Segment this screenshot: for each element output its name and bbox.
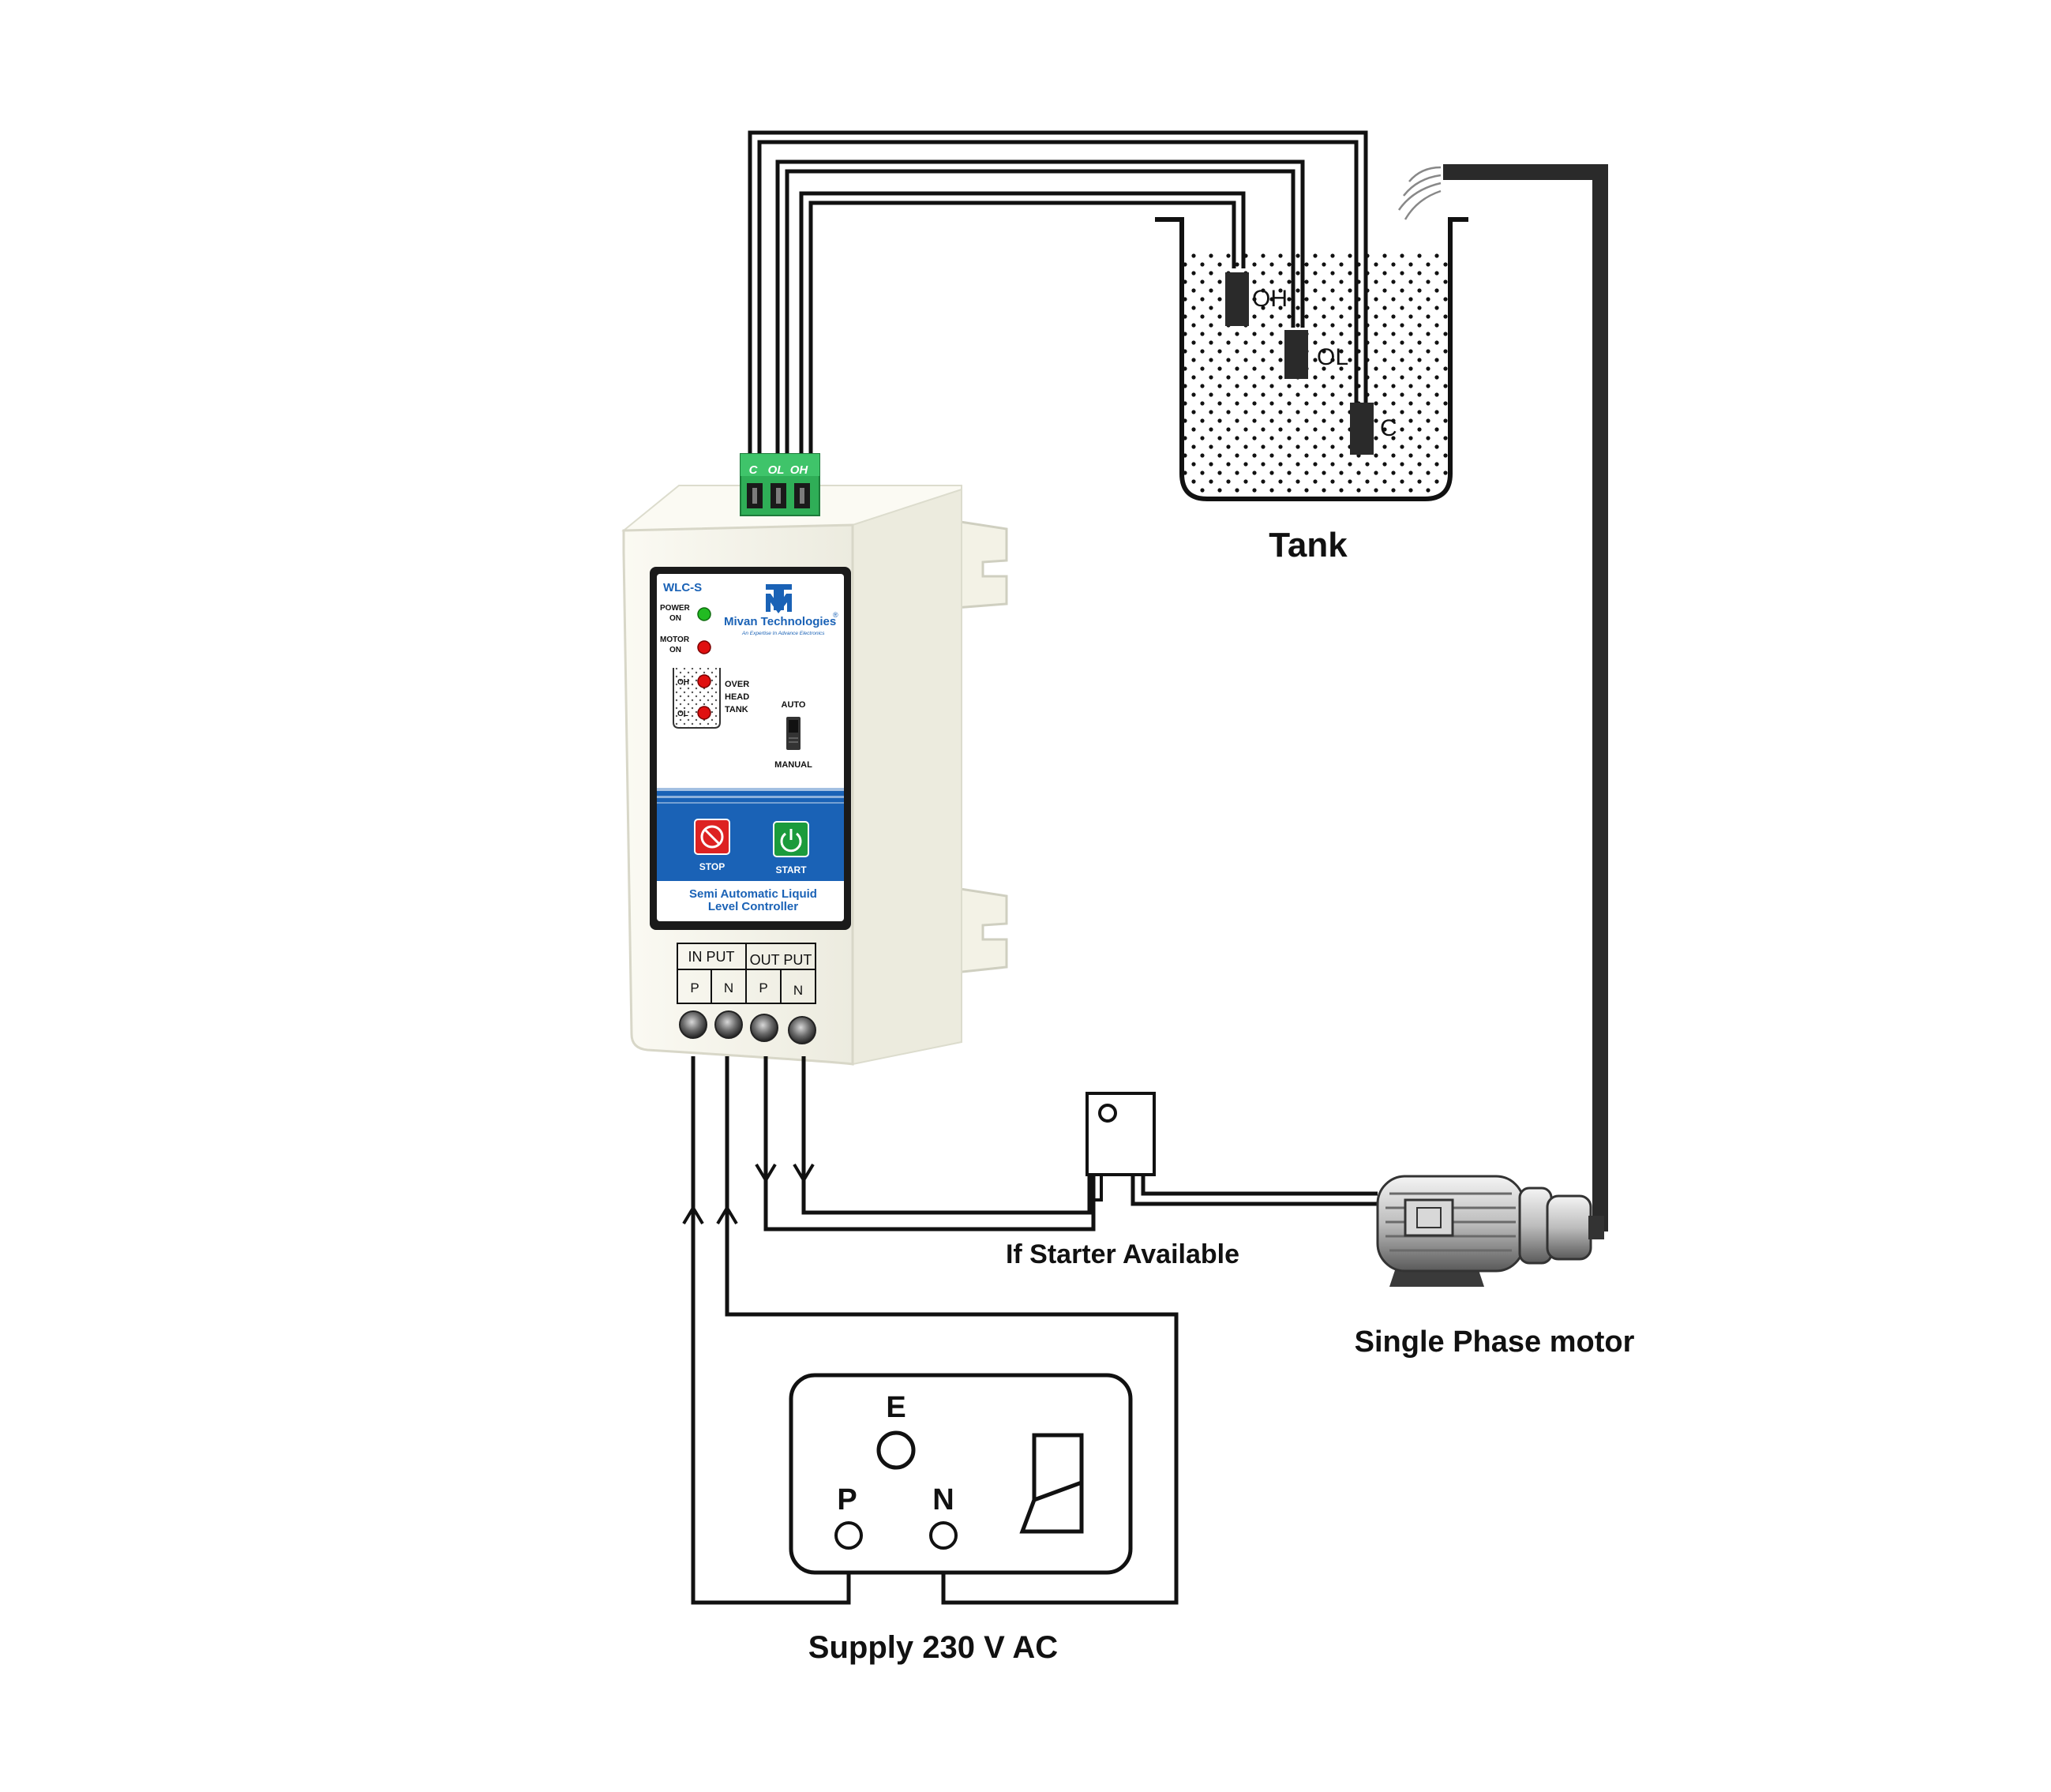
- overhead-label-line1: OVER: [725, 680, 749, 689]
- stop-icon: [700, 825, 724, 849]
- neutral-label: N: [932, 1483, 954, 1516]
- auto-label: AUTO: [782, 700, 806, 710]
- product-name-line2: Level Controller: [708, 900, 798, 913]
- phase-label: P: [837, 1483, 857, 1516]
- tank-wall: [1155, 217, 1468, 501]
- brand-logo-icon: [766, 584, 792, 613]
- overhead-label-line2: HEAD: [725, 692, 749, 702]
- delivery-pipe: [1397, 164, 1608, 1232]
- tank: OH OL C Tank: [1155, 217, 1468, 564]
- starter-label: If Starter Available: [1006, 1239, 1239, 1269]
- probe-oh-label: OH: [1252, 286, 1288, 312]
- arrow-down-icon: [793, 1163, 815, 1183]
- tank-led-oh-label: OH: [677, 678, 689, 687]
- motor-led: [697, 640, 711, 654]
- earth-pin-icon: [876, 1430, 916, 1470]
- arrow-down-icon: [755, 1163, 777, 1183]
- probe-oh: [1225, 272, 1249, 326]
- output-terminal-n: N: [793, 983, 803, 998]
- power-on-label-line2: ON: [669, 614, 681, 623]
- flow-arrows: [682, 1163, 815, 1225]
- controller: C OL OH WLC-S Mivan Technologies ® An Ex…: [621, 453, 1008, 1066]
- starter-indicator-icon: [1098, 1104, 1117, 1123]
- output-header: OUT PUT: [750, 952, 812, 968]
- connector-label-oh: OH: [790, 463, 809, 477]
- oh-led: [697, 674, 711, 688]
- phase-pin-icon: [834, 1521, 863, 1550]
- power-on-label-line1: POWER: [660, 604, 691, 613]
- tank-label: Tank: [1269, 526, 1348, 564]
- terminal-label-box: [677, 943, 816, 1004]
- tank-water: [1182, 251, 1450, 499]
- earth-label: E: [886, 1391, 906, 1424]
- model-name: WLC-S: [663, 581, 702, 594]
- socket-switch-icon: [1019, 1433, 1084, 1534]
- button-band: [657, 788, 844, 881]
- connector-label-ol: OL: [768, 463, 785, 477]
- probe-c-label: C: [1380, 415, 1397, 441]
- water-spray-icon: [1397, 166, 1442, 220]
- probe-c: [1350, 403, 1374, 455]
- stop-label: STOP: [699, 861, 725, 872]
- mounting-bracket-bottom: [954, 887, 1008, 974]
- input-terminal-n: N: [724, 980, 733, 995]
- terminal-knob-output-p: [750, 1014, 778, 1042]
- motor-on-label-line1: MOTOR: [660, 635, 690, 644]
- tank-led-ol-label: OL: [677, 710, 688, 718]
- start-label: START: [775, 864, 807, 875]
- input-header: IN PUT: [688, 949, 734, 965]
- arrow-up-icon: [682, 1205, 704, 1225]
- motor-on-label-line2: ON: [669, 646, 681, 654]
- power-led: [697, 607, 711, 621]
- brand-tagline: An Expertise In Advance Electronics: [741, 631, 825, 636]
- auto-manual-switch[interactable]: [786, 717, 801, 750]
- controller-side: [852, 488, 962, 1066]
- manual-label: MANUAL: [774, 760, 812, 770]
- motor-label: Single Phase motor: [1355, 1325, 1635, 1359]
- terminal-knob-output-n: [788, 1016, 816, 1044]
- overhead-label-line3: TANK: [725, 705, 748, 714]
- mini-tank-icon: [673, 668, 721, 729]
- brand-registered-mark: ®: [833, 611, 838, 619]
- terminal-knob-input-n: [714, 1010, 743, 1039]
- starter: If Starter Available: [1006, 1092, 1378, 1269]
- power-wires: [691, 1056, 1179, 1605]
- single-phase-motor: Single Phase motor: [1355, 1175, 1635, 1359]
- output-terminal-p: P: [759, 980, 767, 995]
- brand-name: Mivan Technologies: [724, 615, 836, 628]
- start-button[interactable]: [773, 821, 809, 857]
- stop-button[interactable]: [694, 819, 730, 855]
- ol-led: [697, 706, 711, 720]
- supply-label: Supply 230 V AC: [808, 1630, 1058, 1665]
- sensor-connector: C OL OH: [740, 453, 820, 516]
- probe-ol-label: OL: [1317, 344, 1348, 370]
- mounting-bracket-top: [954, 519, 1008, 609]
- product-name-line1: Semi Automatic Liquid: [689, 887, 817, 901]
- connector-label-c: C: [749, 463, 759, 477]
- input-terminal-p: P: [690, 980, 699, 995]
- probe-ol: [1284, 330, 1308, 379]
- supply-socket: E P N Supply 230 V AC: [789, 1373, 1133, 1665]
- power-icon: [780, 832, 802, 853]
- arrow-up-icon: [716, 1205, 738, 1225]
- terminal-knob-input-p: [679, 1010, 707, 1039]
- starter-box: [1085, 1092, 1156, 1176]
- neutral-pin-icon: [929, 1521, 958, 1550]
